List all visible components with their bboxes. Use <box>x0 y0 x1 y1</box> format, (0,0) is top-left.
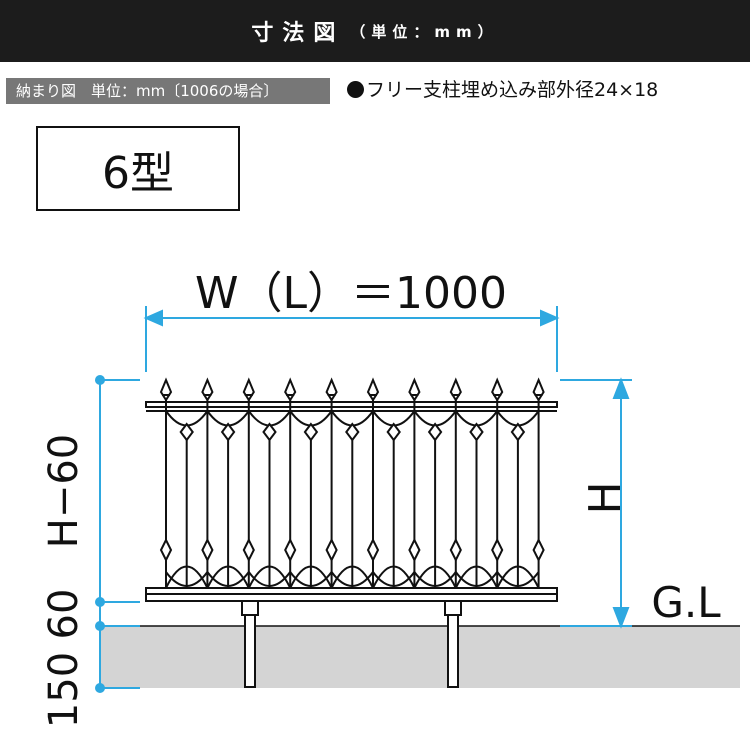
fence-finial <box>159 377 173 402</box>
fence-bottom-arch <box>330 565 374 589</box>
header-title: 寸法図 <box>251 21 345 46</box>
fence-bottom-arch <box>289 565 333 589</box>
subheader-label: 納まり図 単位：mm〔1006の場合〕 <box>6 78 330 104</box>
fence-bottom-scroll <box>330 571 374 587</box>
fence-sub-ornament <box>469 422 484 442</box>
fence-sub-ornament <box>220 422 236 442</box>
fence-picket-diamond <box>325 537 338 563</box>
fence-picket-diamond <box>242 537 255 563</box>
fence-picket-diamond <box>366 537 380 563</box>
fence-picket-diamond <box>449 537 462 563</box>
fence-top-rail <box>145 401 558 408</box>
fence-bottom-scroll <box>289 571 333 587</box>
fence-sub-ornament <box>303 422 319 442</box>
fence-bottom-arch <box>454 565 499 589</box>
fence-sub-ornament <box>510 422 526 442</box>
fence-sub-ornament <box>345 422 360 442</box>
fence-sub-ornament <box>179 422 194 442</box>
fence-bottom-scroll <box>413 571 457 587</box>
ground-label: G.L <box>651 578 721 627</box>
post-right <box>444 592 462 688</box>
bullet-icon <box>347 81 364 98</box>
height-dimension <box>560 377 632 629</box>
fence-bottom-scroll <box>206 571 250 587</box>
fence-picket-diamond <box>532 537 545 563</box>
fence-finial <box>366 377 380 402</box>
fence-panel <box>145 377 558 602</box>
post-left <box>241 592 259 688</box>
left-dimension <box>95 375 140 693</box>
left-upper-label: H−60 <box>41 434 87 549</box>
fence-bottom-arch <box>372 565 416 589</box>
fence-sub-ornament <box>386 422 401 442</box>
left-mid-label: 60 <box>41 589 87 640</box>
post-note-text: フリー支柱埋め込み部外径24×18 <box>366 79 659 101</box>
fence-bottom-scroll <box>454 571 499 587</box>
fence-bottom-arch <box>206 565 250 589</box>
fence-finial <box>449 377 462 402</box>
model-label-box: 6型 <box>36 126 240 211</box>
fence-bottom-scroll <box>496 571 540 587</box>
left-lower-label: 150 <box>41 652 87 728</box>
fence-finial <box>325 377 338 402</box>
post-note: フリー支柱埋め込み部外径24×18 <box>347 74 658 106</box>
header-bar: 寸法図 （単位：mm） <box>0 0 750 62</box>
fence-finial <box>408 377 421 402</box>
fence-picket-diamond <box>284 537 297 563</box>
fence-bottom-arch <box>165 565 209 589</box>
model-label: 6型 <box>102 147 174 199</box>
fence-sub-ornament <box>427 422 443 442</box>
width-label: W（L）＝1000 <box>195 268 507 319</box>
height-label: H <box>580 481 631 514</box>
fence-bottom-scroll <box>372 571 416 587</box>
fence-finial <box>201 377 214 402</box>
fence-bottom-scroll <box>247 571 292 587</box>
fence-bottom-arch <box>247 565 292 589</box>
width-dimension <box>143 306 560 372</box>
fence-finial <box>284 377 297 402</box>
fence-finial <box>532 377 545 402</box>
fence-picket-diamond <box>491 537 504 563</box>
fence-finial <box>491 377 504 402</box>
fence-finial <box>242 377 255 402</box>
ground-area <box>100 626 740 688</box>
fence-picket-diamond <box>201 537 214 563</box>
fence-picket-diamond <box>159 537 173 563</box>
fence-picket-diamond <box>408 537 421 563</box>
header-unit: （単位：mm） <box>350 22 499 41</box>
fence-bottom-arch <box>496 565 540 589</box>
fence-bottom-arch <box>413 565 457 589</box>
fence-bottom-scroll <box>165 571 209 587</box>
fence-sub-ornament <box>262 422 277 442</box>
